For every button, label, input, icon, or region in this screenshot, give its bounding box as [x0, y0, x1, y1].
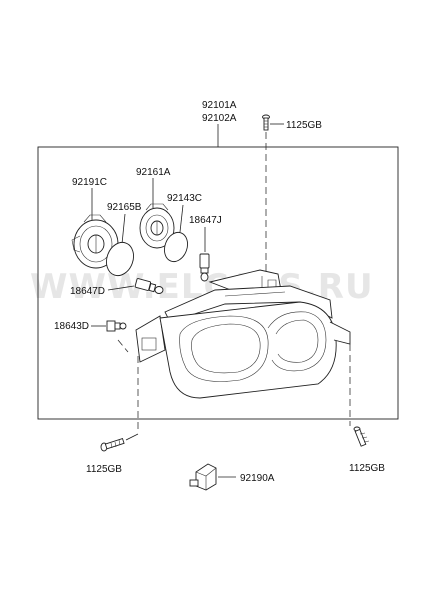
label-screw-bottom-left: 1125GB — [86, 464, 122, 475]
label-92101A: 92101A — [202, 100, 237, 111]
screw-top-icon — [262, 114, 270, 131]
screw-bottom-right-icon — [353, 426, 370, 447]
label-92143C: 92143C — [167, 193, 202, 204]
screw-bottom-left-icon — [100, 437, 125, 452]
label-screw-bottom-right: 1125GB — [349, 463, 385, 474]
label-18643D: 18643D — [54, 321, 89, 332]
leveling-actuator-icon — [189, 463, 217, 491]
leader-18647D — [107, 285, 135, 291]
label-18647J: 18647J — [189, 215, 222, 226]
leader-92165B — [121, 213, 126, 245]
label-92191C: 92191C — [72, 177, 107, 188]
label-screw-top: 1125GB — [286, 120, 322, 131]
label-92161A: 92161A — [136, 167, 171, 178]
leader-92143C — [179, 204, 184, 233]
label-18647D: 18647D — [70, 286, 105, 297]
bulb-small-left-icon — [134, 278, 164, 294]
label-92165B: 92165B — [107, 202, 142, 213]
headlamp-housing-icon — [135, 269, 351, 399]
gasket-left-icon — [106, 241, 134, 277]
leader-screw-bottom-left — [125, 433, 139, 441]
label-92190A: 92190A — [240, 473, 275, 484]
bulb-socket-right-icon — [139, 203, 175, 249]
gasket-right-icon — [164, 231, 188, 263]
bulb-side-icon — [106, 320, 127, 332]
dash-side-bulb — [117, 339, 129, 353]
label-92102A: 92102A — [202, 113, 237, 124]
bulb-small-right-icon — [199, 253, 210, 282]
